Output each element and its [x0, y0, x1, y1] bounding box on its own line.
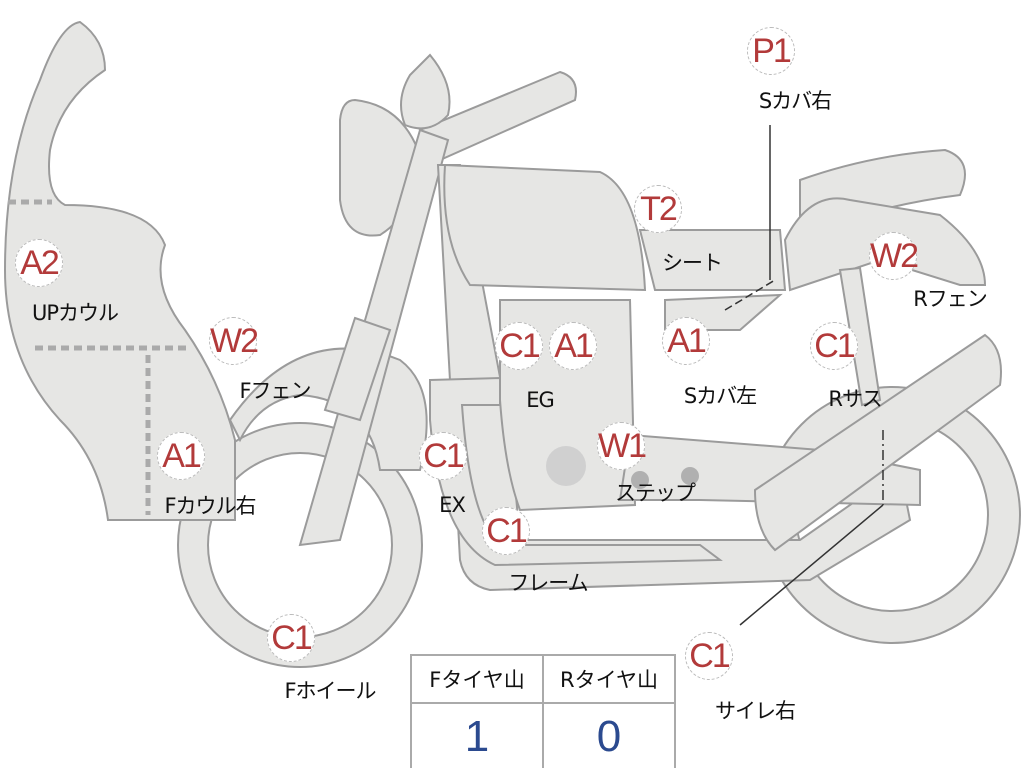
marker-code[interactable]: A1 [549, 322, 597, 370]
marker-code[interactable]: C1 [495, 322, 543, 370]
rear-tire-value: 0 [542, 702, 676, 768]
part-label: Sカバ右 [758, 89, 832, 113]
marker-code[interactable]: W2 [869, 232, 919, 280]
part-label: Sカバ左 [683, 384, 757, 408]
part-label: Fカウル右 [164, 494, 256, 518]
marker-code[interactable]: A2 [15, 239, 63, 287]
marker-code[interactable]: A1 [662, 317, 710, 365]
part-label: Rサス [828, 387, 882, 411]
fuel-tank [443, 163, 647, 292]
marker-code[interactable]: P1 [747, 27, 795, 75]
front-tire-value: 1 [410, 702, 544, 768]
marker-code[interactable]: W2 [209, 317, 259, 365]
part-label: シート [662, 251, 723, 275]
part-label: Rフェン [913, 287, 988, 311]
part-label: EG [526, 388, 555, 412]
part-label: EX [439, 493, 466, 517]
part-label: フレーム [508, 571, 588, 595]
marker-code[interactable]: C1 [810, 322, 858, 370]
muffler [753, 333, 1002, 552]
part-label: サイレ右 [715, 699, 796, 723]
part-label: ステップ [615, 481, 696, 505]
exhaust-pipe [429, 376, 723, 567]
marker-code[interactable]: C1 [685, 632, 733, 680]
marker-code[interactable]: C1 [482, 507, 530, 555]
marker-code[interactable]: A1 [157, 432, 205, 480]
front-tire-header: Fタイヤ山 [410, 654, 544, 704]
rear-tire-header: Rタイヤ山 [542, 654, 676, 704]
part-label: Fフェン [239, 379, 311, 403]
tire-tread-table: Fタイヤ山 Rタイヤ山 1 0 [410, 654, 676, 768]
front-fairing [3, 20, 236, 521]
marker-code[interactable]: T2 [634, 185, 682, 233]
marker-code[interactable]: C1 [419, 432, 467, 480]
marker-code[interactable]: W1 [597, 422, 647, 470]
marker-code[interactable]: C1 [267, 614, 315, 662]
part-label: UPカウル [31, 301, 119, 325]
part-label: Fホイール [284, 679, 376, 703]
